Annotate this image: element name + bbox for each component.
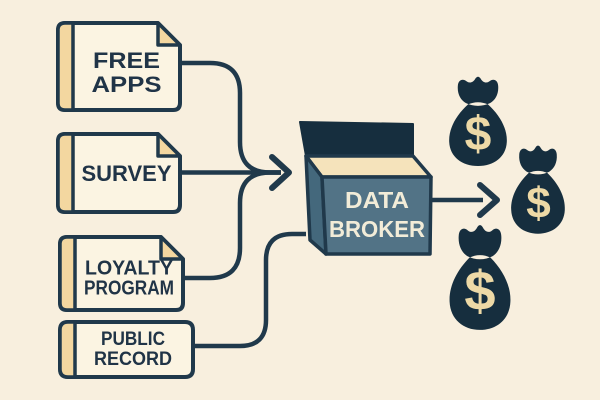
money-bags: $ $ $ — [449, 76, 565, 330]
document-spine — [56, 132, 75, 214]
arrowhead-into-box-icon — [269, 154, 292, 191]
document-spine — [56, 21, 75, 112]
folded-corner-icon — [159, 235, 185, 261]
source-doc-public-record: PUBLIC RECORD — [58, 320, 195, 379]
loyalty-label-line1: LOYALTY — [85, 258, 174, 280]
source-doc-free-apps: FREE APPS — [56, 21, 182, 112]
document-spine — [58, 235, 77, 312]
public-record-label-line2: RECORD — [94, 349, 172, 370]
dollar-sign: $ — [464, 259, 495, 322]
box-lid — [299, 121, 414, 157]
document-spine — [58, 320, 77, 379]
connector-lines — [180, 60, 500, 349]
box-front-face — [320, 175, 433, 256]
dollar-sign: $ — [465, 108, 492, 161]
free-apps-label-line2: APPS — [92, 72, 162, 97]
public-record-label-line1: PUBLIC — [101, 329, 165, 350]
loyalty-label-line2: PROGRAM — [84, 278, 174, 300]
folded-corner-icon — [156, 132, 182, 158]
survey-label: SURVEY — [82, 161, 172, 186]
dollar-sign: $ — [526, 179, 550, 228]
source-doc-loyalty-program: LOYALTY PROGRAM — [58, 235, 185, 312]
connector-public-record — [193, 231, 306, 349]
broker-label-line1: DATA — [345, 187, 409, 213]
folded-corner-icon — [156, 21, 182, 47]
free-apps-label-line1: FREE — [93, 48, 160, 73]
data-broker-box: DATA BROKER — [299, 121, 433, 256]
source-doc-survey: SURVEY — [56, 132, 182, 214]
broker-label-line2: BROKER — [329, 216, 425, 242]
box-opening — [304, 154, 433, 179]
arrowhead-to-money-icon — [477, 182, 500, 218]
connector-loyalty-program — [183, 170, 281, 281]
